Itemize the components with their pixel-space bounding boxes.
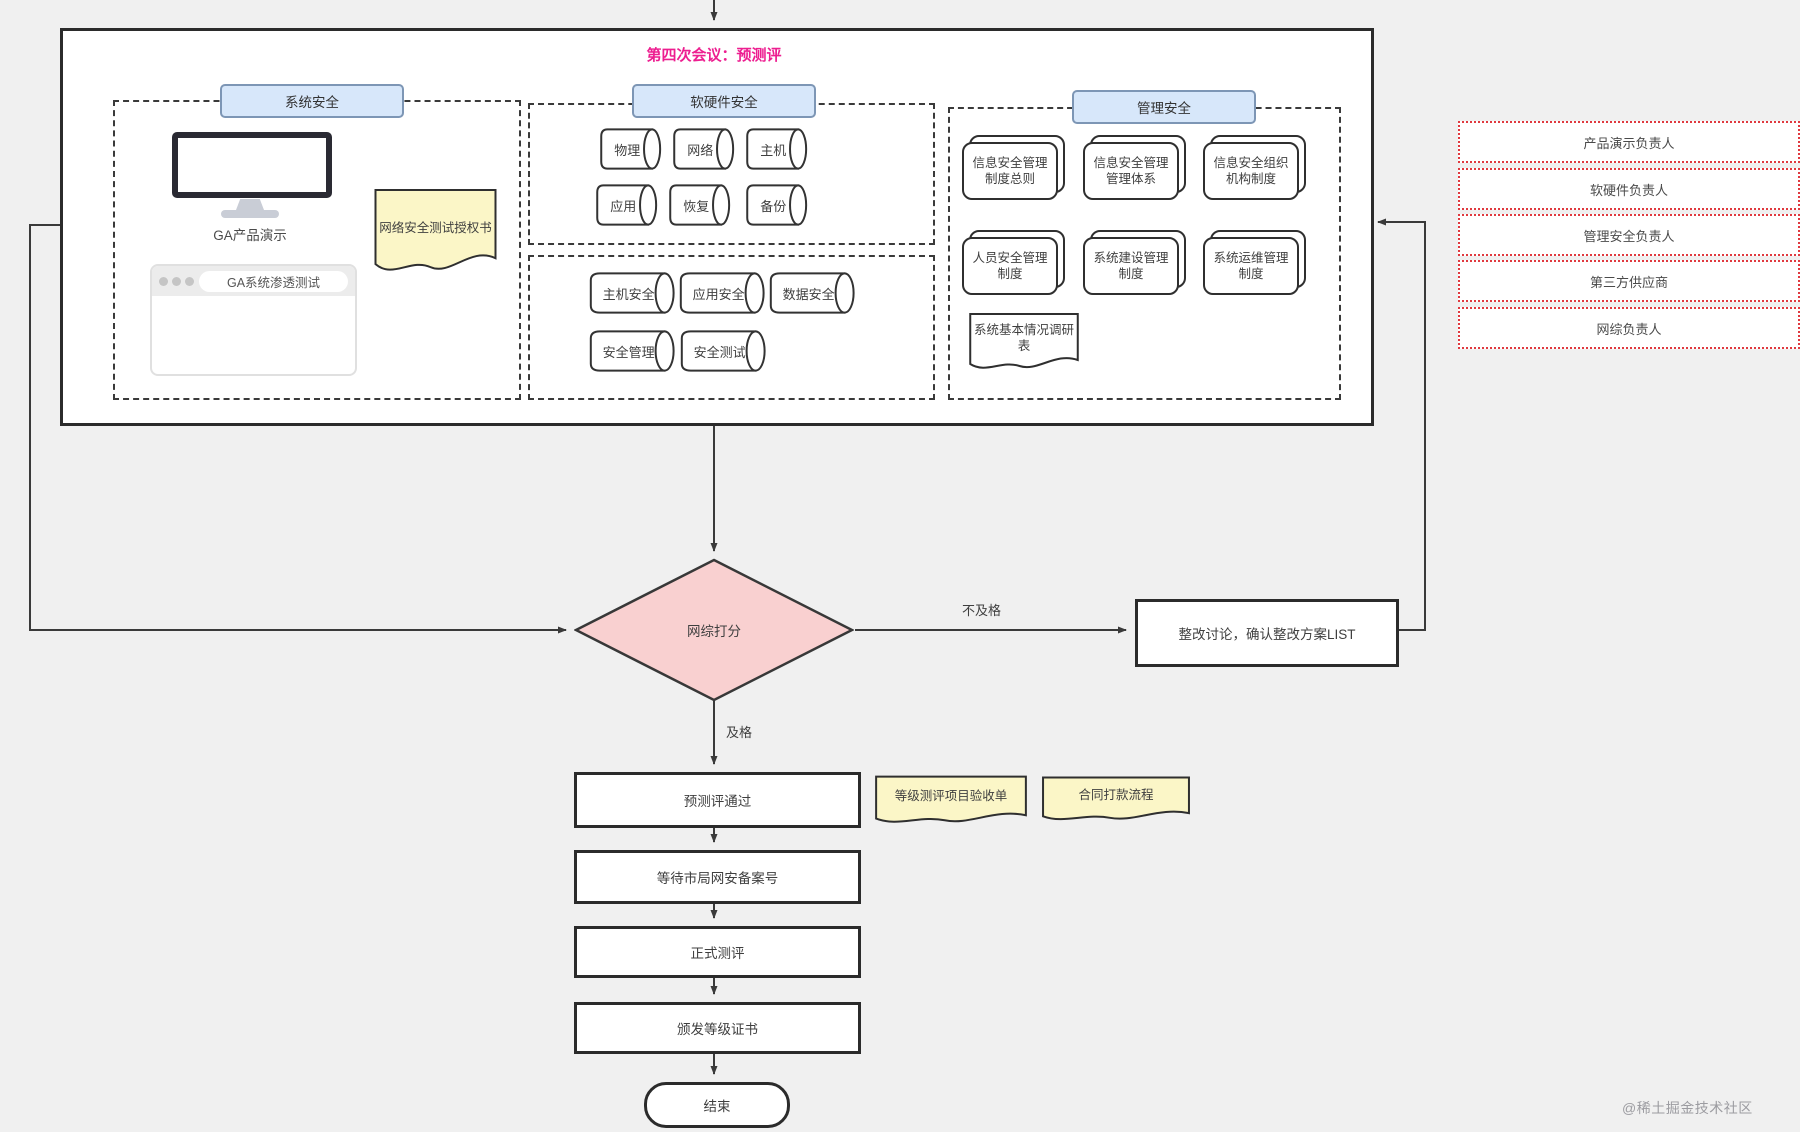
policy-card: 信息安全管理管理体系 (1083, 135, 1186, 200)
hw-security-group-bottom (528, 255, 935, 400)
edge-label-pass: 及格 (726, 725, 753, 740)
cylinder-host-security: 主机安全 (589, 272, 679, 314)
edge-label-fail: 不及格 (962, 603, 1002, 618)
step-pre-eval-passed: 预测评通过 (574, 772, 861, 828)
policy-card: 系统运维管理制度 (1203, 230, 1306, 295)
meeting-title: 第四次会议：预测评 (646, 47, 782, 64)
step-issue-certificate: 颁发等级证书 (574, 1002, 861, 1054)
policy-card: 信息安全组织机构制度 (1203, 135, 1306, 200)
hw-security-group-top (528, 103, 935, 245)
policy-card: 信息安全管理制度总则 (962, 135, 1065, 200)
payment-document-label: 合同打款流程 (1078, 787, 1154, 802)
decision-diamond-scoring: 网综打分 (574, 558, 854, 702)
role-box-mgmt-security: 管理安全负责人 (1458, 214, 1800, 256)
policy-card: 系统建设管理制度 (1083, 230, 1186, 295)
hw-security-label: 软硬件安全 (632, 84, 816, 118)
step-wait-filing-number: 等待市局网安备案号 (574, 850, 861, 904)
monitor-caption: GA产品演示 (213, 228, 287, 243)
cylinder-app-security: 应用安全 (679, 272, 769, 314)
cylinder-recovery: 恢复 (669, 184, 731, 226)
role-box-hardware: 软硬件负责人 (1458, 168, 1800, 210)
cylinder-physical: 物理 (600, 128, 662, 170)
cylinder-application: 应用 (596, 184, 658, 226)
browser-address-bar: GA系统渗透测试 (199, 270, 348, 292)
auth-document-shape: 网络安全测试授权书 (373, 187, 498, 279)
browser-toolbar: GA系统渗透测试 (152, 266, 355, 296)
role-box-product-demo: 产品演示负责人 (1458, 121, 1800, 163)
mgmt-security-label: 管理安全 (1072, 90, 1256, 124)
cylinder-security-mgmt: 安全管理 (589, 330, 679, 372)
monitor-stand-icon (236, 199, 264, 210)
monitor-icon (172, 132, 332, 198)
system-security-label: 系统安全 (220, 84, 404, 118)
monitor-base-icon (221, 210, 279, 218)
acceptance-document-label: 等级测评项目验收单 (894, 788, 1008, 803)
acceptance-document-shape: 等级测评项目验收单 (873, 775, 1029, 827)
policy-card: 人员安全管理制度 (962, 230, 1065, 295)
role-box-netsec-lead: 网综负责人 (1458, 307, 1800, 349)
cylinder-host: 主机 (746, 128, 808, 170)
watermark: @稀土掘金技术社区 (1622, 1100, 1753, 1116)
survey-document-label: 系统基本情况调研表 (974, 322, 1075, 353)
cylinder-security-test: 安全测试 (680, 330, 770, 372)
document-wave-icon (373, 187, 498, 279)
survey-document-shape: 系统基本情况调研表 (968, 312, 1080, 374)
auth-document-label: 网络安全测试授权书 (379, 220, 492, 235)
payment-document-shape: 合同打款流程 (1040, 776, 1192, 824)
step-formal-evaluation: 正式测评 (574, 926, 861, 978)
browser-title: GA系统渗透测试 (226, 275, 321, 290)
cylinder-network: 网络 (673, 128, 735, 170)
cylinder-backup: 备份 (746, 184, 808, 226)
window-controls-icon (159, 276, 194, 286)
rework-discussion-box: 整改讨论，确认整改方案LIST (1135, 599, 1399, 667)
role-box-third-party: 第三方供应商 (1458, 260, 1800, 302)
browser-window: GA系统渗透测试 (150, 264, 357, 376)
decision-label: 网综打分 (687, 624, 741, 639)
end-node: 结束 (644, 1082, 790, 1128)
cylinder-data-security: 数据安全 (769, 272, 859, 314)
